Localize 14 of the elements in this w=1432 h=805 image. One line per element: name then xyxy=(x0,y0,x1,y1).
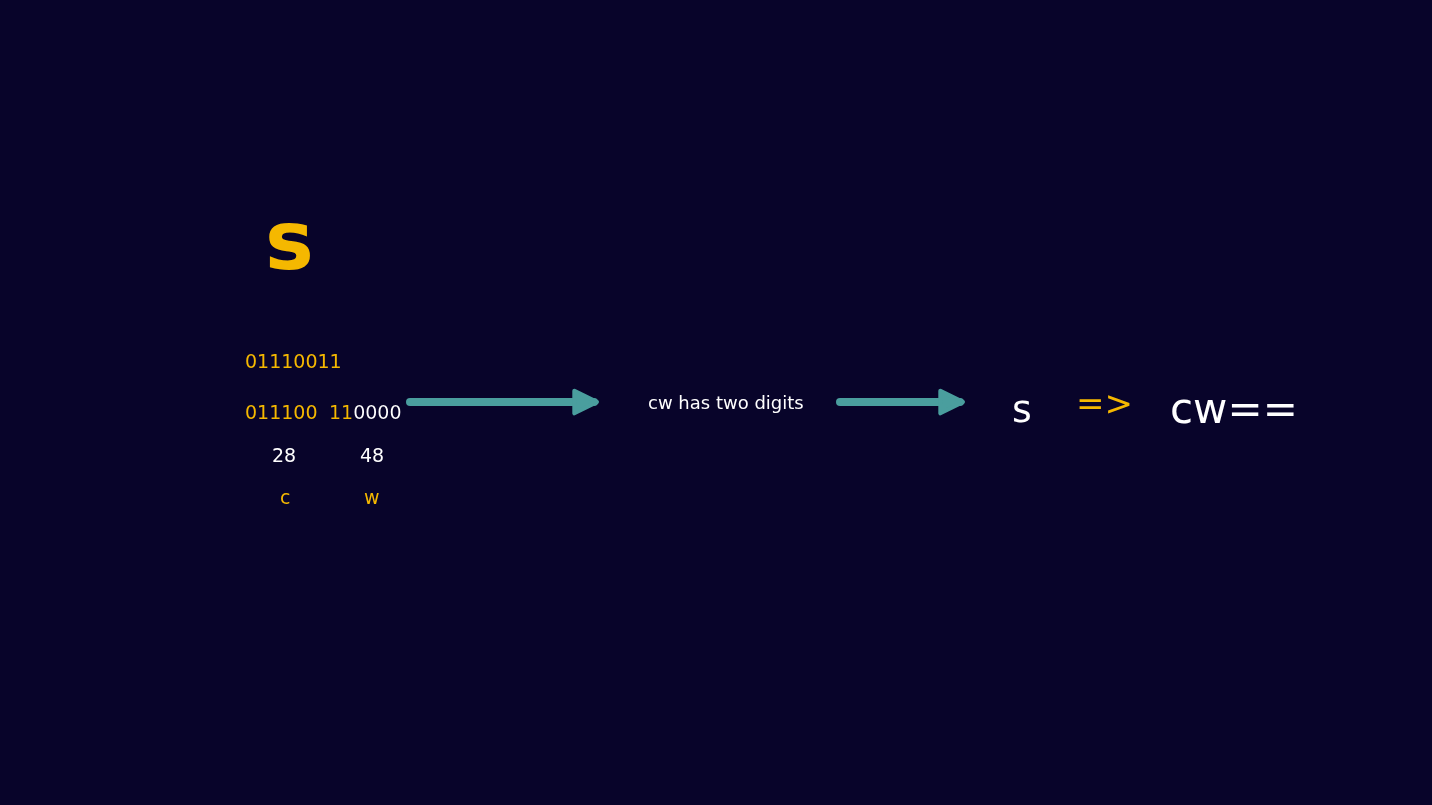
mapping-symbol: => xyxy=(1076,386,1133,420)
step-text: cw has two digits xyxy=(648,394,804,412)
binary-text: 110000 xyxy=(329,403,402,422)
source-character: s xyxy=(1012,390,1032,428)
decimal-value: 28 xyxy=(272,446,297,465)
character-label: w xyxy=(364,488,380,507)
binary-text: 01110011 xyxy=(245,352,342,371)
character-label: c xyxy=(280,488,291,507)
encoded-result: cw== xyxy=(1170,388,1298,430)
arrow xyxy=(836,388,965,416)
binary-text: 011100 xyxy=(245,403,318,422)
decimal-value: 48 xyxy=(360,446,385,465)
big-letter: s xyxy=(265,200,314,282)
arrow xyxy=(406,388,599,416)
